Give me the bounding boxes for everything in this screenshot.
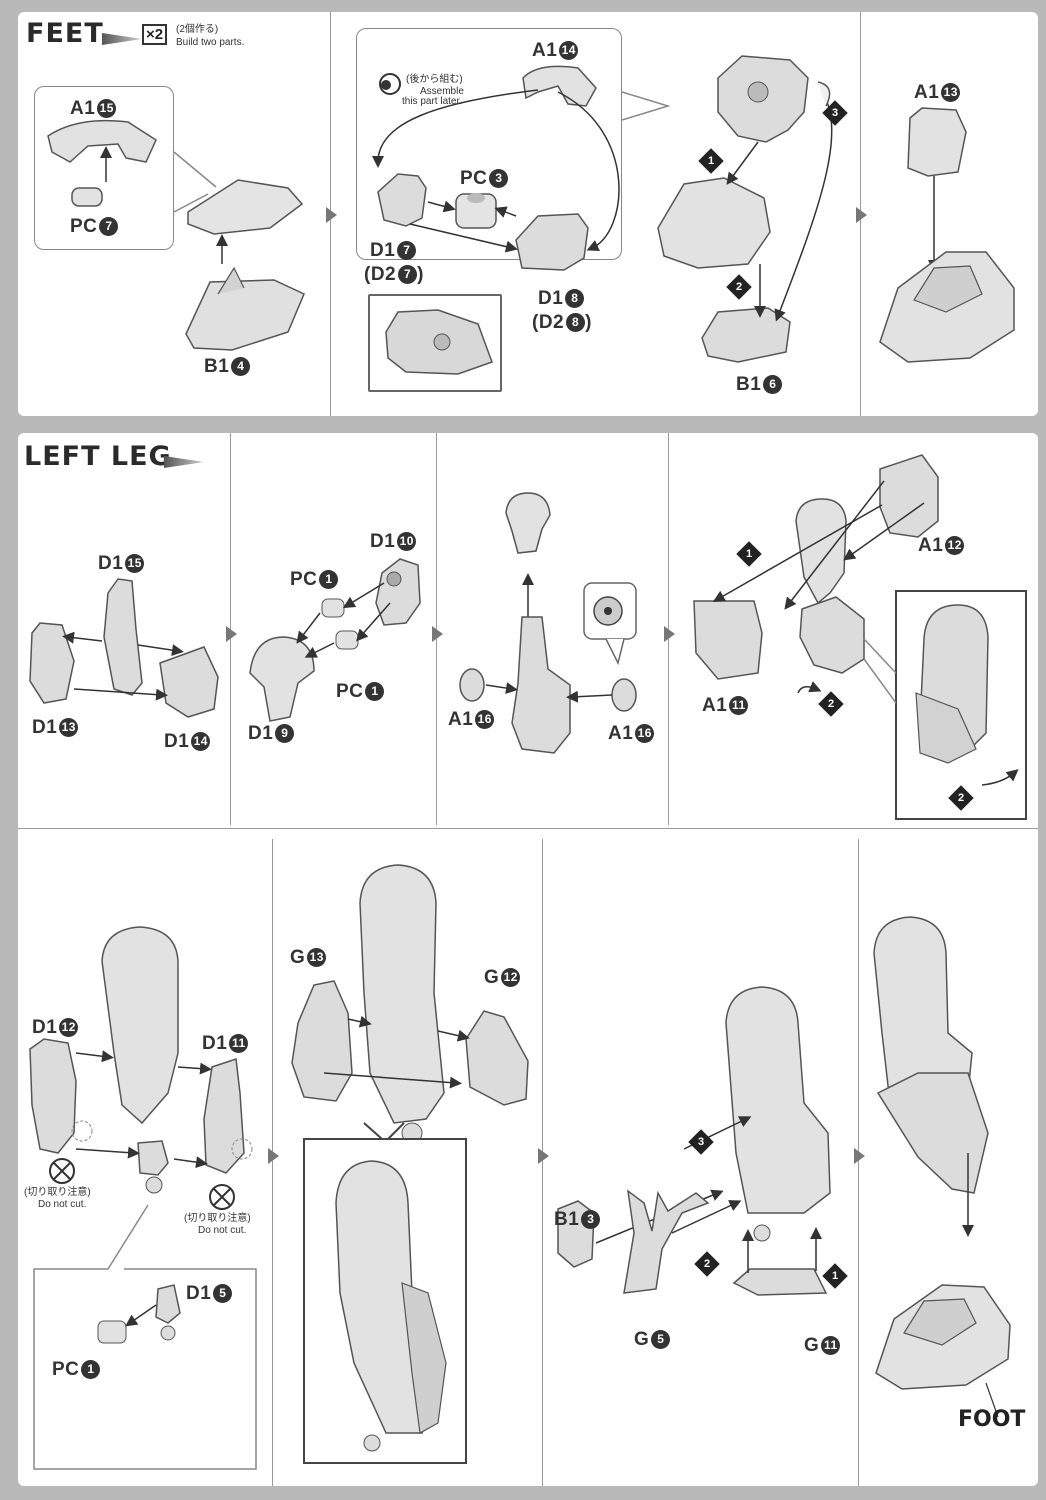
- next-step-arrow-icon: [226, 626, 237, 642]
- next-step-arrow-icon: [664, 626, 675, 642]
- left-leg-title: LEFT LEG: [24, 441, 172, 472]
- next-step-arrow-icon: [856, 207, 867, 223]
- do-not-cut-note-jp: (切り取り注意): [24, 1187, 91, 1198]
- do-not-cut-note-jp-2: (切り取り注意): [184, 1213, 251, 1224]
- next-step-arrow-icon: [854, 1148, 865, 1164]
- assemble-later-jp: (後から組む): [406, 74, 463, 85]
- assemble-later-en2: this part later.: [402, 96, 463, 107]
- foot-label: FOOT: [958, 1407, 1026, 1432]
- left-leg-panel: LEFT LEG: [18, 433, 1038, 1486]
- next-step-arrow-icon: [538, 1148, 549, 1164]
- multiplier-badge: ×2: [142, 24, 168, 45]
- build-note-jp: (2個作る): [176, 24, 219, 35]
- feet-title: FEET: [26, 18, 104, 49]
- build-note-en: Build two parts.: [176, 37, 245, 48]
- left-leg-row1-illustration: [29, 454, 1027, 820]
- next-step-arrow-icon: [432, 626, 443, 642]
- do-not-cut-note-en-2: Do not cut.: [198, 1225, 247, 1236]
- row-divider: [18, 828, 1038, 829]
- feet-step1-illustration: [47, 119, 305, 351]
- assemble-later-en1: Assemble: [420, 86, 464, 97]
- do-not-cut-note-en: Do not cut.: [38, 1199, 87, 1210]
- feet-step4-illustration: [879, 107, 1015, 363]
- left-leg-row2-illustration: [29, 864, 1011, 1470]
- feet-step2-illustration: [372, 65, 671, 375]
- next-step-arrow-icon: [268, 1148, 279, 1164]
- next-step-arrow-icon: [326, 207, 337, 223]
